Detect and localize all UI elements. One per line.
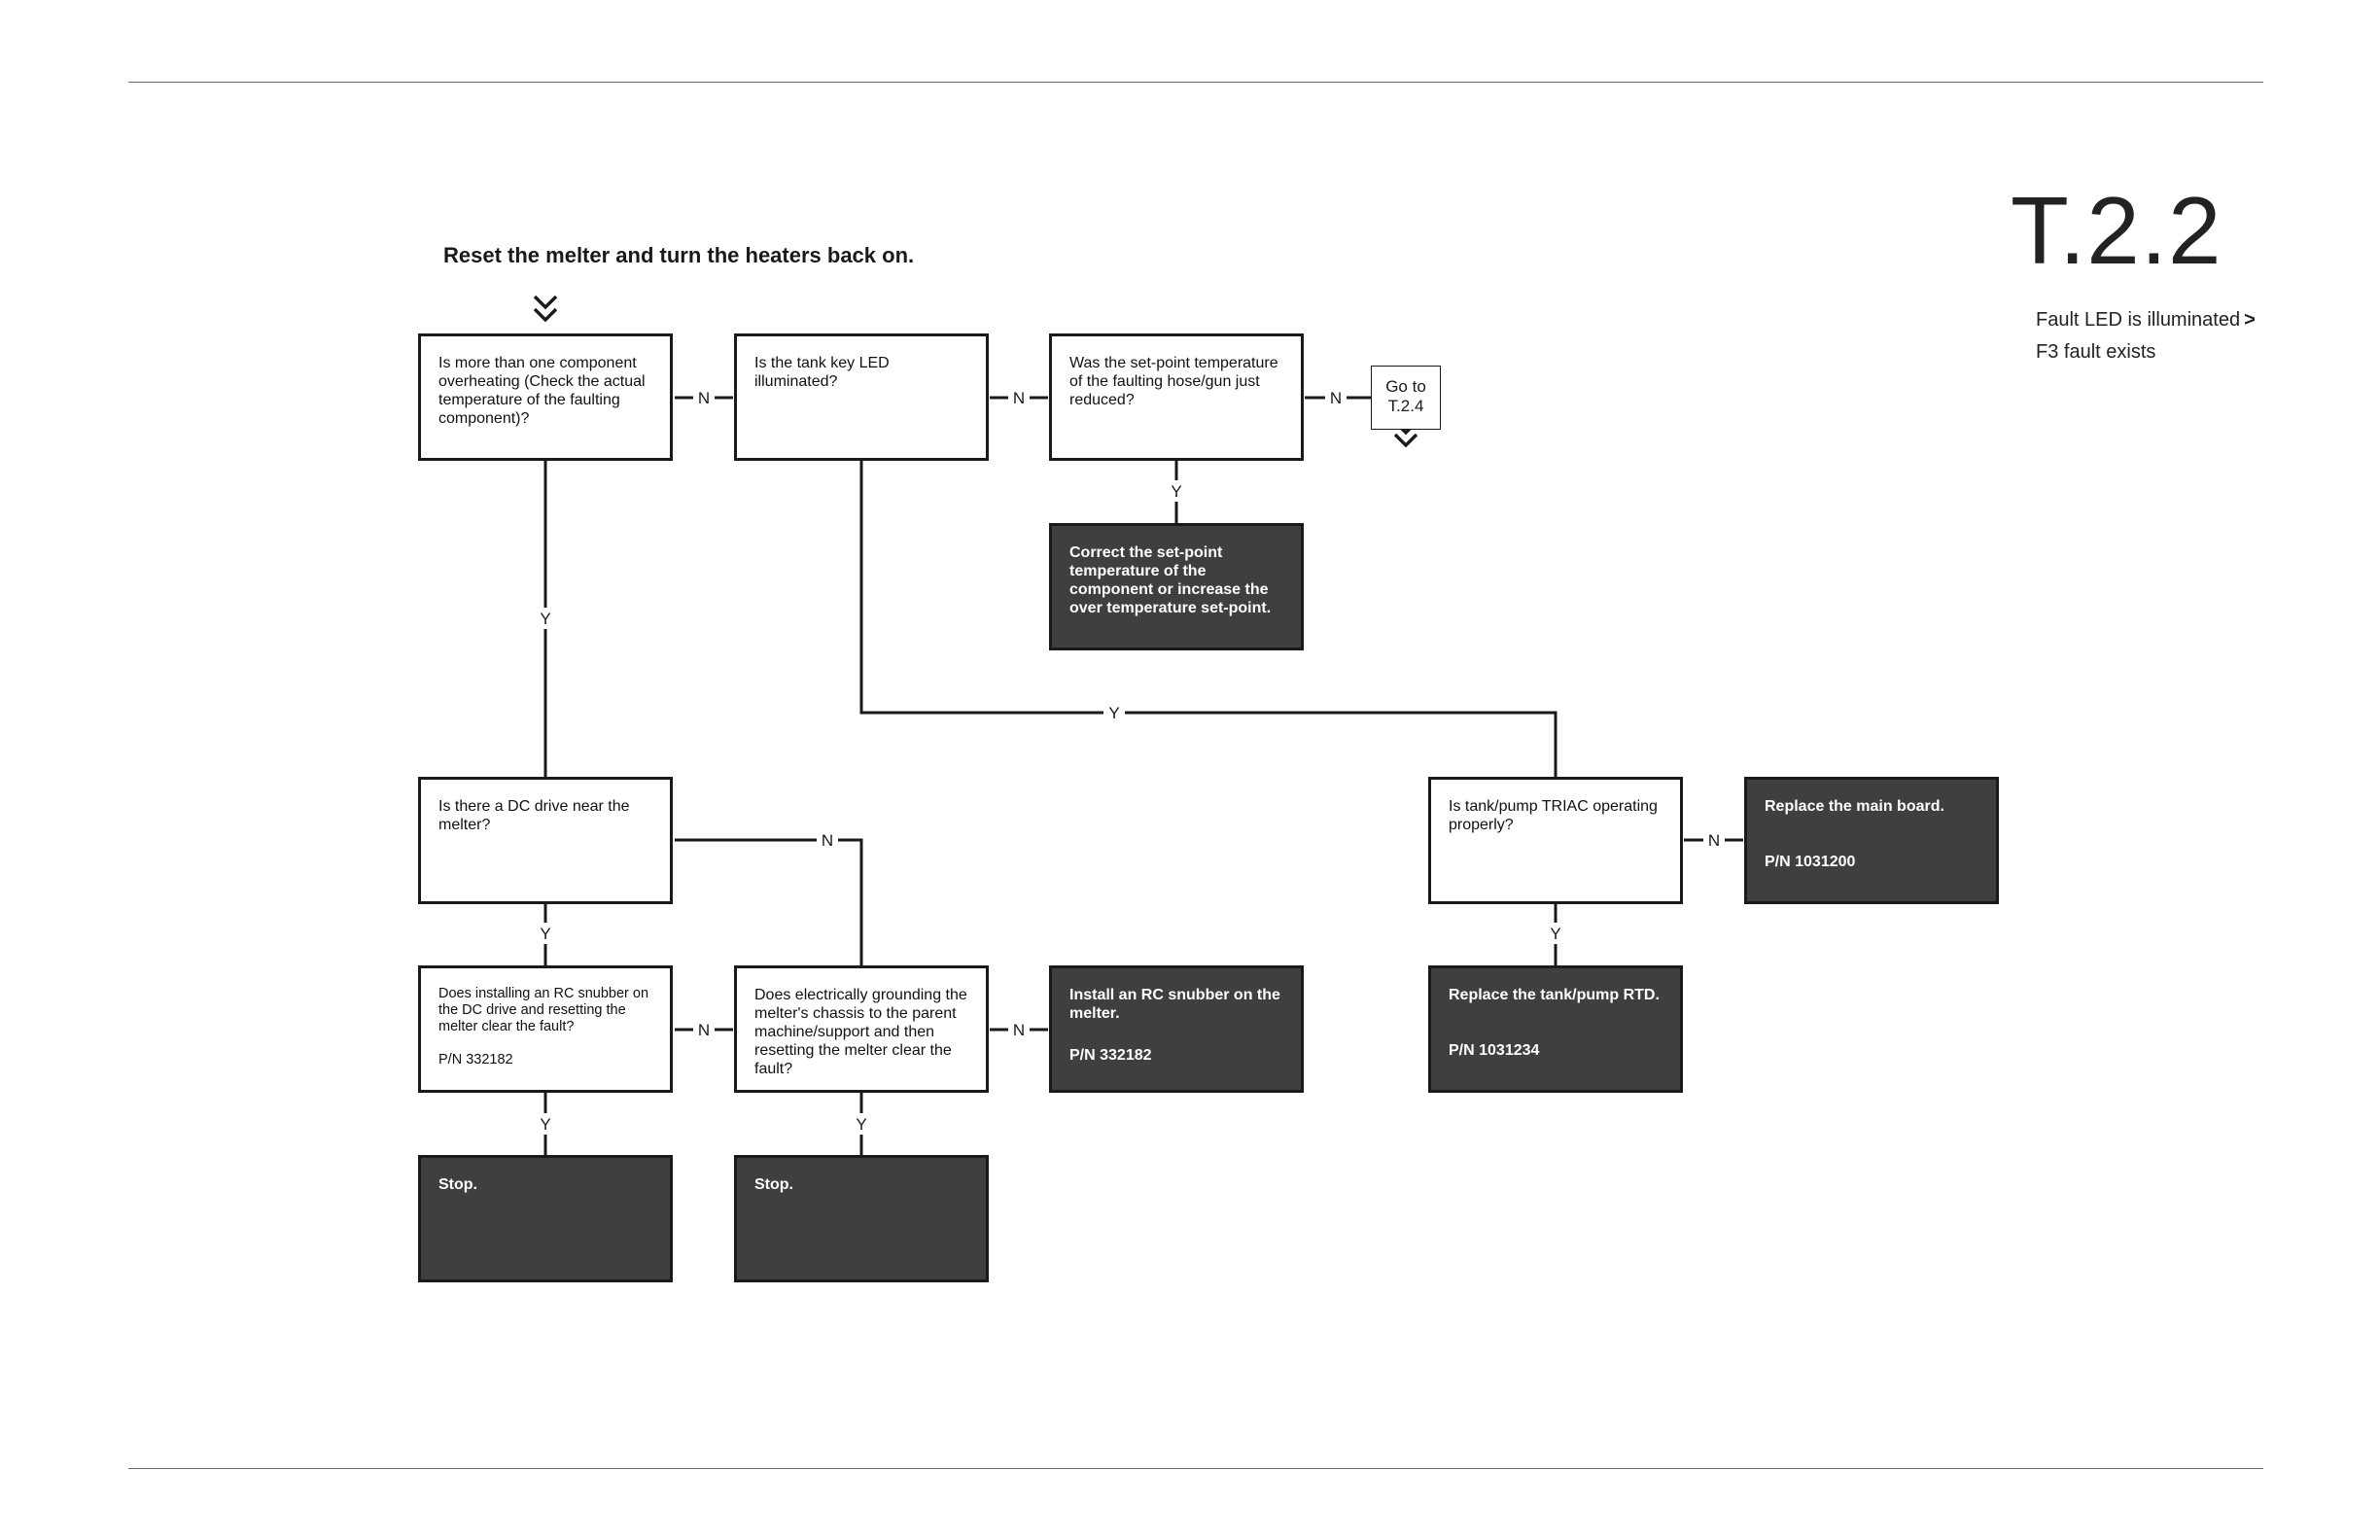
goto-target: T.2.4 [1387, 397, 1424, 415]
question-tank-key-led: Is the tank key LED illuminated? [734, 333, 989, 461]
label-yes: Y [1108, 704, 1119, 722]
label-no: N [822, 831, 833, 850]
part-number: P/N 1031200 [1765, 854, 1856, 870]
label-no: N [698, 389, 710, 407]
action-stop: Stop. [418, 1155, 673, 1282]
question-multiple-overheating: Is more than one component overheating (… [418, 333, 673, 461]
question-setpoint-reduced: Was the set-point temperature of the fau… [1049, 333, 1304, 461]
bottom-rule [128, 1468, 2263, 1469]
start-chevron-icon [533, 295, 558, 323]
label-no: N [1013, 389, 1025, 407]
connector-dc-grounding [675, 838, 863, 965]
action-replace-rtd-text: Replace the tank/pump RTD. [1449, 987, 1660, 1003]
action-replace-rtd: Replace the tank/pump RTD. P/N 1031234 [1428, 965, 1683, 1093]
label-no: N [698, 1021, 710, 1039]
label-no: N [1330, 389, 1342, 407]
part-number: P/N 1031234 [1449, 1042, 1540, 1059]
action-install-rc-snubber-text: Install an RC snubber on the melter. [1069, 987, 1280, 1022]
label-yes: Y [540, 1115, 550, 1134]
label-no: N [1013, 1021, 1025, 1039]
fault-condition-line-1: Fault LED is illuminated> [2036, 309, 2256, 332]
connector-q2-triac [859, 461, 1558, 777]
branch-labels: N N N Y Y Y N Y N N Y Y N Y [535, 387, 1725, 1135]
question-dc-drive-near: Is there a DC drive near the melter? [418, 777, 673, 904]
label-yes: Y [1171, 482, 1181, 501]
start-instruction: Reset the melter and turn the heaters ba… [443, 243, 915, 267]
goto-label: Go to [1385, 377, 1426, 396]
action-install-rc-snubber: Install an RC snubber on the melter. P/N… [1049, 965, 1304, 1093]
label-yes: Y [1550, 925, 1560, 943]
top-rule [128, 82, 2263, 83]
label-yes: Y [856, 1115, 866, 1134]
action-replace-main-board-text: Replace the main board. [1765, 798, 1944, 815]
chevron-right-icon: > [2244, 309, 2256, 331]
action-replace-main-board: Replace the main board. P/N 1031200 [1744, 777, 1999, 904]
question-triac-operating: Is tank/pump TRIAC operating properly? [1428, 777, 1683, 904]
goto-t24-reference: Go to T.2.4 [1371, 366, 1441, 430]
question-rc-snubber-clear: Does installing an RC snubber on the DC … [418, 965, 673, 1093]
label-no: N [1708, 831, 1720, 850]
fault-condition-line-2: F3 fault exists [2036, 341, 2156, 363]
part-number: P/N 332182 [438, 1052, 513, 1068]
question-rc-snubber-text: Does installing an RC snubber on the DC … [438, 986, 649, 1034]
question-grounding-clear: Does electrically grounding the melter's… [734, 965, 989, 1093]
label-yes: Y [540, 925, 550, 943]
label-yes: Y [540, 610, 550, 628]
part-number: P/N 332182 [1069, 1047, 1152, 1064]
fault-condition-text: Fault LED is illuminated [2036, 309, 2241, 331]
action-correct-setpoint: Correct the set-point temperature of the… [1049, 523, 1304, 650]
section-id: T.2.2 [2011, 177, 2222, 284]
action-stop: Stop. [734, 1155, 989, 1282]
